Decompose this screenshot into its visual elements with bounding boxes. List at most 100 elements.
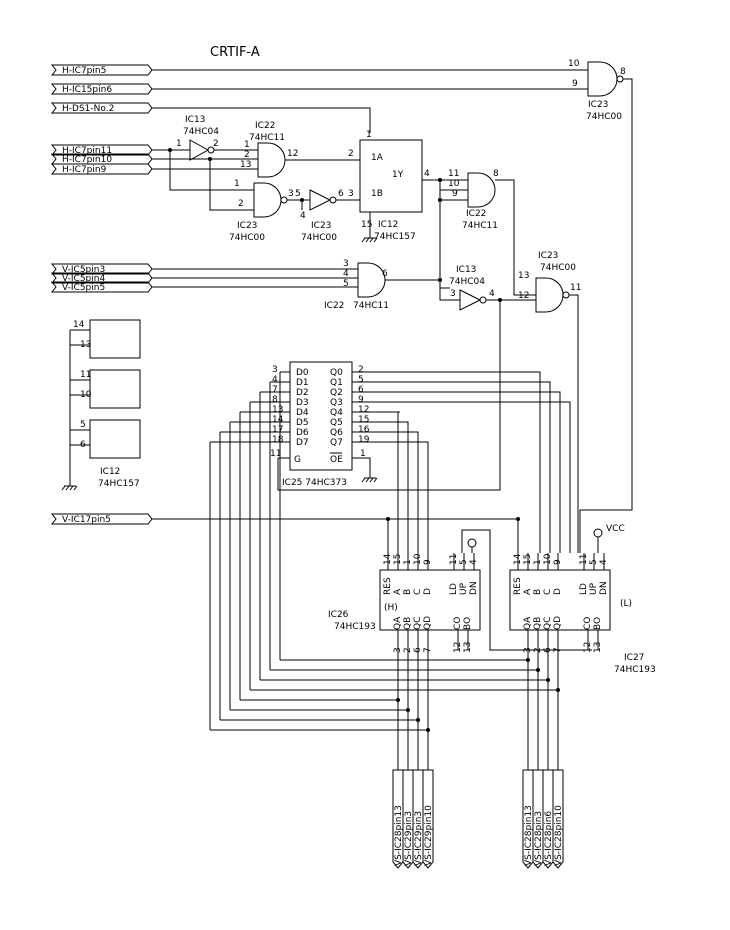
ic25-in-pin: 4 — [272, 375, 278, 385]
counter-top-label: D — [553, 588, 563, 595]
ic25-out-pin: 5 — [358, 375, 364, 385]
ic25-q-label: Q7 — [330, 438, 343, 448]
ic25-out-pin: 12 — [358, 405, 369, 415]
svg-text:1: 1 — [366, 130, 372, 140]
counter-top-label: RES — [513, 577, 523, 595]
port-h-ic7-pin5: H-IC7pin5 — [50, 64, 588, 76]
svg-text:6: 6 — [382, 269, 388, 279]
svg-text:1: 1 — [234, 179, 240, 189]
ic25-out-pin: 9 — [358, 395, 364, 405]
svg-text:5: 5 — [295, 189, 301, 199]
svg-text:V-IC17pin5: V-IC17pin5 — [62, 515, 111, 525]
svg-text:(L): (L) — [620, 599, 632, 609]
svg-text:4: 4 — [343, 269, 349, 279]
port-h-ic7-pin9: H-IC7pin9 — [50, 163, 153, 175]
svg-text:11: 11 — [80, 370, 91, 380]
svg-text:IC22: IC22 — [466, 209, 486, 219]
svg-text:74HC11: 74HC11 — [353, 301, 389, 311]
svg-text:10: 10 — [448, 179, 460, 189]
gate-ic23-inverter: 5 4 6 IC23 74HC00 — [295, 189, 360, 243]
counter-bot-label: QA — [523, 616, 533, 630]
svg-text:74HC04: 74HC04 — [183, 127, 219, 137]
counter-top-label: C — [543, 589, 553, 595]
port-v-ic5-pin5: V-IC5pin5 — [50, 281, 153, 293]
counter-top-label: C — [413, 589, 423, 595]
ic25-d-label: D3 — [296, 398, 309, 408]
gate-ic22-and-mid: 11 10 9 8 IC22 74HC11 — [422, 169, 536, 296]
counter-bot-label: CO — [583, 617, 593, 630]
counter-top-label: UP — [589, 582, 599, 595]
svg-text:1: 1 — [244, 140, 250, 150]
gate-ic23-nand-v: 13 12 11 IC23 74HC00 — [518, 251, 581, 553]
svg-text:2: 2 — [238, 199, 244, 209]
ic25-q-label: Q5 — [330, 418, 343, 428]
svg-text:74HC00: 74HC00 — [229, 233, 265, 243]
svg-text:1A: 1A — [371, 153, 384, 163]
svg-text:IC23: IC23 — [311, 221, 331, 231]
ic25-oe-pin: 1 — [360, 449, 366, 459]
chip-ic12-mux: 1A 1B 1Y 1 2 3 4 15 IC12 74HC157 — [348, 130, 430, 243]
ic25-in-pin: 17 — [272, 425, 283, 435]
svg-text:14: 14 — [73, 320, 85, 330]
counter-top-label: DN — [469, 581, 479, 595]
gate-ic23-nand-top: 10 9 8 IC23 74HC00 — [568, 59, 633, 553]
output-port-label: VS-IC29pin10 — [424, 805, 434, 866]
ic25-out-pin: 6 — [358, 385, 364, 395]
ic25-out-pin: 15 — [358, 415, 369, 425]
counter-bot-label: QC — [413, 617, 423, 630]
output-port-label: VS-IC28pin13 — [524, 805, 534, 866]
port-v-ic5-pin4: V-IC5pin4 — [50, 272, 153, 284]
gate-ic22-and-v: 3 4 5 6 IC22 74HC11 — [152, 259, 442, 311]
svg-text:V-IC5pin4: V-IC5pin4 — [62, 274, 105, 284]
port-v-ic17-pin5: V-IC17pin5 — [50, 513, 518, 525]
ic25-in-pin: 14 — [272, 415, 284, 425]
output-port-label: VS-IC29pin3 — [414, 811, 424, 866]
counter-top-label: B — [533, 589, 543, 595]
svg-text:2: 2 — [348, 149, 354, 159]
svg-text:H-DS1-No.2: H-DS1-No.2 — [62, 104, 114, 114]
port-h-ic7-pin10: H-IC7pin10 — [50, 153, 153, 165]
svg-text:13: 13 — [240, 160, 251, 170]
ic25-in-pin: 13 — [272, 405, 283, 415]
svg-text:H-IC7pin11: H-IC7pin11 — [62, 146, 112, 156]
svg-text:74HC11: 74HC11 — [462, 221, 498, 231]
ic25-g-pin: 11 — [270, 449, 281, 459]
svg-text:IC26: IC26 — [328, 610, 349, 620]
svg-text:9: 9 — [452, 189, 458, 199]
counter-bot-label: BO — [593, 617, 603, 630]
ic25-g-label: G — [294, 455, 301, 465]
ic25-q-label: Q1 — [330, 378, 343, 388]
ic25-out-pin: 19 — [358, 435, 370, 445]
ic25-d-label: D2 — [296, 388, 309, 398]
diagram-title: CRTIF-A — [210, 45, 260, 60]
ic25-d-label: D5 — [296, 418, 309, 428]
ic25-in-pin: 18 — [272, 435, 284, 445]
chip-ic27-counter: (L) IC27 74HC193 RES14A15B1C10D9LD11UP5D… — [509, 553, 656, 675]
svg-text:3: 3 — [348, 189, 354, 199]
counter-top-label: D — [423, 588, 433, 595]
ic25-in-pin: 3 — [272, 365, 278, 375]
ic25-oe-label: OE — [330, 455, 343, 465]
chip-ic12-unused: 14 13 11 10 5 6 IC12 74HC157 — [61, 319, 141, 491]
svg-text:10: 10 — [568, 59, 580, 69]
counter-bot-label: CO — [453, 617, 463, 630]
svg-text:74HC11: 74HC11 — [249, 133, 285, 143]
svg-text:13: 13 — [518, 271, 529, 281]
counter-top-label: LD — [449, 583, 459, 595]
ic25-d-label: D4 — [296, 408, 309, 418]
bus-wires — [209, 371, 592, 732]
svg-text:3: 3 — [343, 259, 349, 269]
svg-text:IC12: IC12 — [378, 220, 398, 230]
counter-bot-label: QD — [423, 616, 433, 630]
ic25-out-pin: 2 — [358, 365, 364, 375]
svg-text:3: 3 — [450, 289, 456, 299]
gate-ic22-and-top: 1 2 13 12 IC22 74HC11 — [152, 121, 360, 178]
ic25-in-pin: 7 — [272, 385, 278, 395]
svg-text:74HC00: 74HC00 — [301, 233, 337, 243]
ic25-q-label: Q0 — [330, 368, 343, 378]
svg-text:11: 11 — [448, 169, 459, 179]
svg-text:IC23: IC23 — [588, 100, 608, 110]
svg-text:15: 15 — [361, 220, 372, 230]
counter-top-label: UP — [459, 582, 469, 595]
